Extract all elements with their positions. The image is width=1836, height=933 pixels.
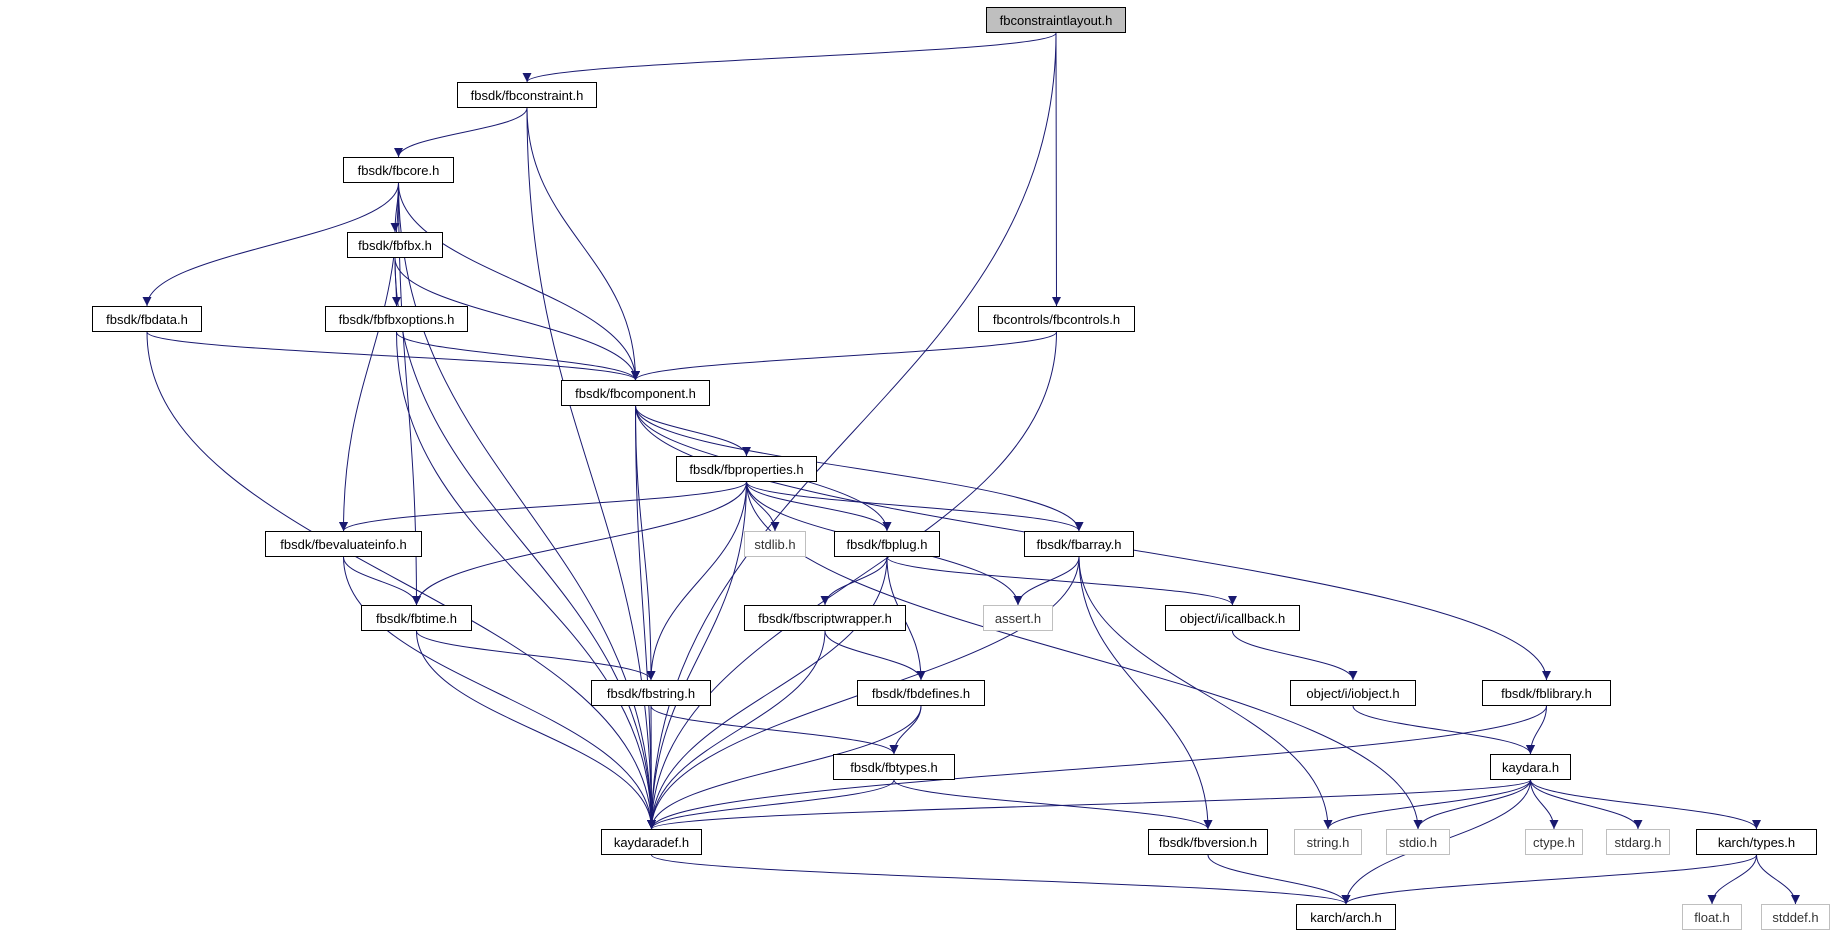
node-fblibrary[interactable]: fbsdk/fblibrary.h — [1482, 680, 1611, 706]
edge-fbscriptwrapper-to-kaydaradef — [647, 630, 826, 830]
edge-fbstring-to-fbtypes — [650, 705, 899, 755]
node-fbproperties[interactable]: fbsdk/fbproperties.h — [676, 456, 817, 482]
edge-iobject-to-kaydara — [1352, 705, 1535, 755]
edge-fbconstraintlayout-to-fbconstraint — [522, 32, 1057, 83]
edge-fbfbxoptions-to-kaydaradef — [396, 331, 656, 830]
node-fbcore[interactable]: fbsdk/fbcore.h — [343, 157, 454, 183]
edge-fbfbx-to-kaydaradef — [394, 257, 656, 830]
edge-fbproperties-to-kaydaradef — [647, 481, 747, 830]
edge-fbconstraint-to-fbcore — [394, 107, 528, 158]
node-fbtypes[interactable]: fbsdk/fbtypes.h — [833, 754, 955, 780]
node-fbplug[interactable]: fbsdk/fbplug.h — [834, 531, 940, 557]
node-karcharch[interactable]: karch/arch.h — [1296, 904, 1396, 930]
edge-fbcontrols-to-kaydaradef — [647, 331, 1057, 830]
edge-fbconstraintlayout-to-fbcontrols — [1051, 32, 1061, 307]
node-karchtypes[interactable]: karch/types.h — [1696, 829, 1817, 855]
edge-fbfbx-to-fbcomponent — [394, 257, 640, 381]
edge-fbarray-to-assert — [1013, 556, 1080, 606]
node-string[interactable]: string.h — [1294, 829, 1362, 855]
edge-kaydara-to-string — [1323, 779, 1531, 830]
edge-fbcore-to-fbcomponent — [398, 182, 640, 381]
node-fbarray[interactable]: fbsdk/fbarray.h — [1024, 531, 1134, 557]
node-fbtime[interactable]: fbsdk/fbtime.h — [361, 605, 472, 631]
edge-fbcomponent-to-fbproperties — [635, 405, 751, 457]
edge-kaydara-to-kaydaradef — [647, 779, 1531, 830]
node-fbevaluateinfo[interactable]: fbsdk/fbevaluateinfo.h — [265, 531, 422, 557]
edge-karchtypes-to-float — [1707, 854, 1757, 905]
edge-kaydara-to-stdarg — [1530, 779, 1643, 830]
edge-fbconstraint-to-fbcomponent — [526, 107, 640, 381]
edge-fbcomponent-to-fbarray — [635, 405, 1084, 532]
edge-fbcontrols-to-fbcomponent — [631, 331, 1057, 381]
node-fbdefines[interactable]: fbsdk/fbdefines.h — [857, 680, 985, 706]
edge-kaydara-to-ctype — [1530, 779, 1559, 830]
edge-fbtypes-to-kaydaradef — [647, 779, 895, 830]
edge-fbproperties-to-fbarray — [746, 481, 1084, 532]
edge-fbdefines-to-fbtypes — [889, 705, 922, 755]
edge-karchtypes-to-karcharch — [1341, 854, 1757, 905]
edge-fbevaluateinfo-to-fbtime — [343, 556, 421, 606]
edge-fbtime-to-kaydaradef — [416, 630, 656, 830]
node-fbcomponent[interactable]: fbsdk/fbcomponent.h — [561, 380, 710, 406]
edge-kaydara-to-karchtypes — [1530, 779, 1761, 830]
edge-fbproperties-to-fbstring — [646, 481, 747, 681]
node-float[interactable]: float.h — [1682, 904, 1742, 930]
edge-fbconstraintlayout-to-kaydaradef — [647, 32, 1057, 830]
edge-fbplug-to-fbscriptwrapper — [820, 556, 888, 606]
node-fbconstraint[interactable]: fbsdk/fbconstraint.h — [457, 82, 597, 108]
edge-fbdata-to-fbcomponent — [146, 331, 640, 381]
edge-fblibrary-to-kaydara — [1526, 705, 1547, 755]
edge-fbarray-to-fbversion — [1078, 556, 1213, 830]
node-stdio[interactable]: stdio.h — [1386, 829, 1450, 855]
edge-icallback-to-iobject — [1232, 630, 1358, 681]
edge-kaydaradef-to-karcharch — [651, 854, 1351, 905]
edge-fbcore-to-fbdata — [142, 182, 399, 307]
edge-fbconstraint-to-kaydaradef — [526, 107, 656, 830]
node-assert[interactable]: assert.h — [983, 605, 1053, 631]
edge-fbplug-to-kaydaradef — [647, 556, 888, 830]
edge-fbdefines-to-kaydaradef — [647, 705, 922, 830]
node-fbcontrols[interactable]: fbcontrols/fbcontrols.h — [978, 306, 1135, 332]
node-kaydara[interactable]: kaydara.h — [1490, 754, 1571, 780]
edge-fbarray-to-string — [1078, 556, 1333, 830]
edge-fbstring-to-kaydaradef — [646, 705, 656, 830]
edge-fbtime-to-fbstring — [416, 630, 656, 681]
edge-fbevaluateinfo-to-kaydaradef — [343, 556, 656, 830]
edge-fbcomponent-to-kaydaradef — [635, 405, 656, 830]
edge-fbcore-to-kaydaradef — [398, 182, 656, 830]
node-icallback[interactable]: object/i/icallback.h — [1165, 605, 1300, 631]
edge-fbcomponent-to-fbstring — [635, 405, 656, 681]
node-stdlib[interactable]: stdlib.h — [744, 531, 806, 557]
edge-fbdata-to-kaydaradef — [146, 331, 656, 830]
edge-fbversion-to-karcharch — [1207, 854, 1351, 905]
node-fbstring[interactable]: fbsdk/fbstring.h — [591, 680, 711, 706]
edge-fblibrary-to-kaydaradef — [647, 705, 1547, 830]
node-fbconstraintlayout[interactable]: fbconstraintlayout.h — [986, 7, 1126, 33]
node-kaydaradef[interactable]: kaydaradef.h — [601, 829, 702, 855]
edge-fbplug-to-icallback — [886, 556, 1237, 606]
edge-fbfbxoptions-to-fbcomponent — [396, 331, 640, 381]
node-fbfbx[interactable]: fbsdk/fbfbx.h — [347, 232, 443, 258]
node-fbscriptwrapper[interactable]: fbsdk/fbscriptwrapper.h — [744, 605, 906, 631]
edge-fbproperties-to-fbtime — [412, 481, 747, 606]
edge-karchtypes-to-stddef — [1756, 854, 1800, 905]
node-iobject[interactable]: object/i/iobject.h — [1290, 680, 1416, 706]
node-ctype[interactable]: ctype.h — [1525, 829, 1583, 855]
node-stdarg[interactable]: stdarg.h — [1606, 829, 1670, 855]
edge-kaydara-to-stdio — [1413, 779, 1531, 830]
edge-fbscriptwrapper-to-fbdefines — [824, 630, 926, 681]
edge-fbproperties-to-fbplug — [746, 481, 892, 532]
node-fbfbxoptions[interactable]: fbsdk/fbfbxoptions.h — [325, 306, 468, 332]
node-fbdata[interactable]: fbsdk/fbdata.h — [92, 306, 202, 332]
edge-fbtypes-to-fbversion — [893, 779, 1213, 830]
node-fbversion[interactable]: fbsdk/fbversion.h — [1148, 829, 1268, 855]
node-stddef[interactable]: stddef.h — [1761, 904, 1830, 930]
edge-fbproperties-to-fbevaluateinfo — [339, 481, 747, 532]
